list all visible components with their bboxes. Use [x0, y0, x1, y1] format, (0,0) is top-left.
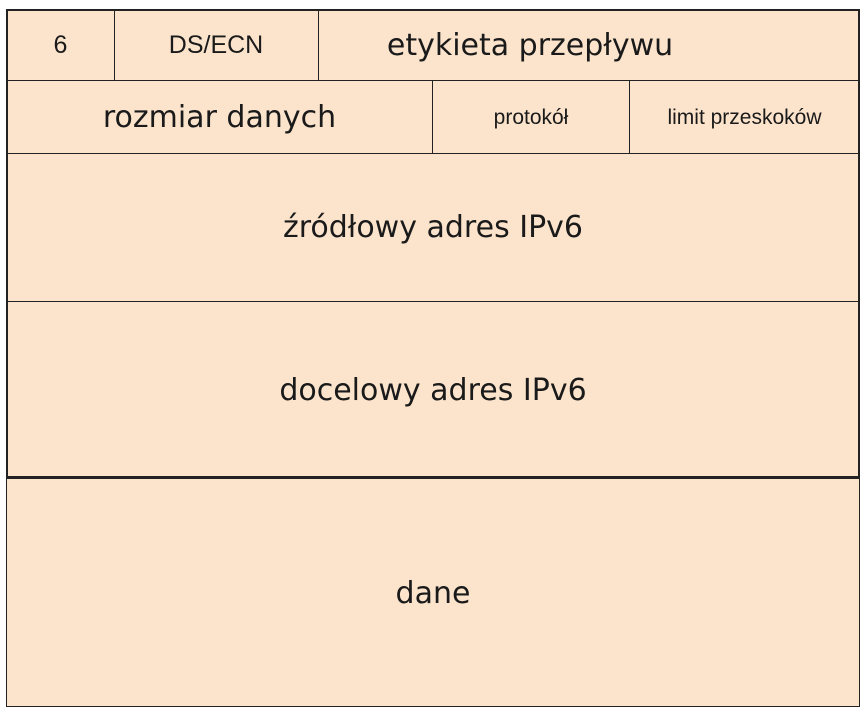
protocol-field-label: protokół — [493, 105, 569, 129]
version-ds-divider — [114, 10, 115, 80]
source-address-field: źródłowy adres IPv6 — [7, 154, 859, 301]
destination-address-field: docelowy adres IPv6 — [7, 302, 859, 478]
row1-divider — [7, 80, 859, 81]
protocol-field: protokół — [433, 82, 629, 153]
header-border-bottom — [6, 476, 860, 479]
header-border-left — [6, 9, 8, 479]
payload-length-field: rozmiar danych — [7, 82, 432, 153]
ds-ecn-field: DS/ECN — [114, 10, 318, 80]
ipv6-header-block — [7, 10, 859, 478]
payload-border-left — [6, 479, 7, 707]
version-field: 6 — [7, 10, 114, 80]
payload-length-field-label: rozmiar danych — [102, 100, 337, 135]
flow-label-field: etykieta przepływu — [318, 10, 742, 80]
address-divider — [7, 301, 859, 302]
hop-limit-field: limit przeskoków — [630, 82, 859, 153]
flow-label-field-label: etykieta przepływu — [386, 27, 674, 63]
protocol-hop-divider — [629, 81, 630, 153]
version-field-label: 6 — [53, 30, 68, 59]
hop-limit-field-label: limit przeskoków — [667, 105, 822, 129]
destination-address-field-label: docelowy adres IPv6 — [279, 372, 587, 408]
payload-border-right — [859, 479, 860, 707]
payload-block — [7, 478, 859, 706]
payload-field-label: dane — [395, 575, 471, 611]
length-protocol-divider — [432, 81, 433, 153]
row2-divider — [7, 153, 859, 154]
header-border-top — [6, 9, 860, 11]
ds-ecn-field-label: DS/ECN — [168, 30, 264, 59]
payload-field: dane — [7, 480, 859, 706]
ds-flow-divider — [318, 10, 319, 80]
header-border-right — [858, 9, 860, 479]
payload-border-bottom — [6, 706, 860, 707]
source-address-field-label: źródłowy adres IPv6 — [282, 210, 584, 245]
